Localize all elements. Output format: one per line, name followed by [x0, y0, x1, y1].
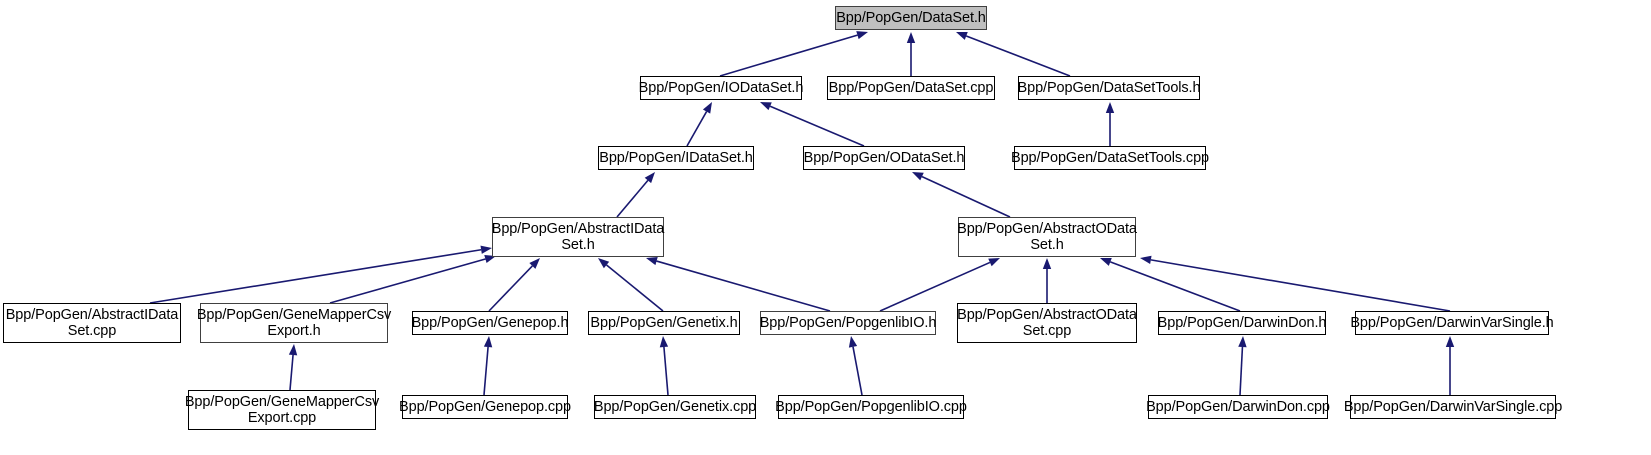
graph-edge-arrowhead [1238, 336, 1247, 348]
graph-edge-arrowhead [856, 31, 868, 40]
graph-edge [686, 111, 708, 147]
graph-node-bpp-popgen-iodataset-h[interactable]: Bpp/PopGen/IODataSet.h [639, 76, 803, 100]
graph-edge [663, 346, 669, 396]
graph-edge-arrowhead [906, 32, 916, 43]
graph-edge-arrowhead [912, 172, 924, 181]
graph-edge-arrowhead [848, 336, 858, 348]
graph-edge [1110, 261, 1241, 312]
graph-edge [719, 34, 858, 77]
graph-edge [483, 346, 489, 396]
graph-node-bpp-popgen-dataset-h[interactable]: Bpp/PopGen/DataSet.h [835, 6, 987, 30]
graph-edge-arrowhead [644, 172, 655, 184]
graph-node-bpp-popgen-genemappercsvexport-h[interactable]: Bpp/PopGen/GeneMapperCsv Export.h [197, 303, 391, 343]
graph-node-bpp-popgen-genetix-h[interactable]: Bpp/PopGen/Genetix.h [588, 311, 740, 335]
graph-node-bpp-popgen-abstractidataset-cpp[interactable]: Bpp/PopGen/AbstractIData Set.cpp [3, 303, 181, 343]
graph-edge-arrowhead [483, 336, 493, 348]
graph-node-bpp-popgen-popgenlibio-cpp[interactable]: Bpp/PopGen/PopgenlibIO.cpp [775, 395, 967, 419]
graph-edge-arrowhead [1105, 102, 1115, 113]
graph-node-bpp-popgen-abstractodataset-cpp[interactable]: Bpp/PopGen/AbstractOData Set.cpp [957, 303, 1137, 343]
graph-node-bpp-popgen-idataset-h[interactable]: Bpp/PopGen/IDataSet.h [598, 146, 754, 170]
graph-node-bpp-popgen-popgenlibio-h[interactable]: Bpp/PopGen/PopgenlibIO.h [760, 311, 936, 335]
graph-node-bpp-popgen-darwinvarsingle-h[interactable]: Bpp/PopGen/DarwinVarSingle.h [1350, 311, 1554, 335]
graph-edge [289, 354, 294, 391]
graph-edge [488, 265, 533, 312]
graph-node-bpp-popgen-abstractidataset-h[interactable]: Bpp/PopGen/AbstractIData Set.h [492, 217, 664, 257]
graph-node-bpp-popgen-darwindon-cpp[interactable]: Bpp/PopGen/DarwinDon.cpp [1146, 395, 1330, 419]
graph-edge-arrowhead [529, 258, 540, 269]
graph-edge-arrowhead [1140, 255, 1152, 264]
graph-edge-arrowhead [1042, 258, 1052, 269]
graph-edge-arrowhead [659, 336, 669, 348]
graph-edge [149, 248, 482, 304]
graph-edge [852, 346, 863, 396]
graph-edge-arrowhead [646, 257, 658, 266]
graph-edge-arrowhead [1445, 336, 1455, 347]
graph-edge [329, 258, 486, 304]
graph-edge-arrowhead [988, 258, 1000, 267]
graph-node-bpp-popgen-odataset-h[interactable]: Bpp/PopGen/ODataSet.h [803, 146, 965, 170]
graph-edge-arrowhead [598, 258, 610, 269]
graph-node-bpp-popgen-genemappercsvexport-cpp[interactable]: Bpp/PopGen/GeneMapperCsv Export.cpp [185, 390, 379, 430]
graph-node-bpp-popgen-datasettools-cpp[interactable]: Bpp/PopGen/DataSetTools.cpp [1011, 146, 1209, 170]
graph-node-bpp-popgen-genepop-h[interactable]: Bpp/PopGen/Genepop.h [412, 311, 569, 335]
graph-node-bpp-popgen-genepop-cpp[interactable]: Bpp/PopGen/Genepop.cpp [399, 395, 571, 419]
graph-edge [769, 105, 865, 147]
graph-edge [1239, 346, 1244, 396]
graph-edge [616, 179, 649, 218]
graph-edge [656, 260, 831, 312]
graph-node-bpp-popgen-dataset-cpp[interactable]: Bpp/PopGen/DataSet.cpp [827, 76, 995, 100]
graph-edge-arrowhead [702, 102, 712, 114]
graph-node-bpp-popgen-datasettools-h[interactable]: Bpp/PopGen/DataSetTools.h [1018, 76, 1201, 100]
graph-edge-arrowhead [956, 32, 968, 40]
graph-edge [965, 35, 1071, 77]
graph-node-bpp-popgen-darwinvarsingle-cpp[interactable]: Bpp/PopGen/DarwinVarSingle.cpp [1344, 395, 1562, 419]
graph-node-bpp-popgen-darwindon-h[interactable]: Bpp/PopGen/DarwinDon.h [1158, 311, 1326, 335]
graph-node-bpp-popgen-genetix-cpp[interactable]: Bpp/PopGen/Genetix.cpp [594, 395, 756, 419]
graph-edge-arrowhead [1100, 257, 1112, 266]
graph-edge [921, 175, 1011, 218]
graph-node-bpp-popgen-abstractodataset-h[interactable]: Bpp/PopGen/AbstractOData Set.h [957, 217, 1137, 257]
graph-edge-arrowhead [288, 344, 298, 356]
graph-edge [1150, 259, 1451, 312]
graph-edge-arrowhead [480, 245, 492, 254]
graph-edge-arrowhead [760, 102, 772, 111]
graph-edge [879, 261, 991, 312]
graph-edge [606, 264, 664, 312]
